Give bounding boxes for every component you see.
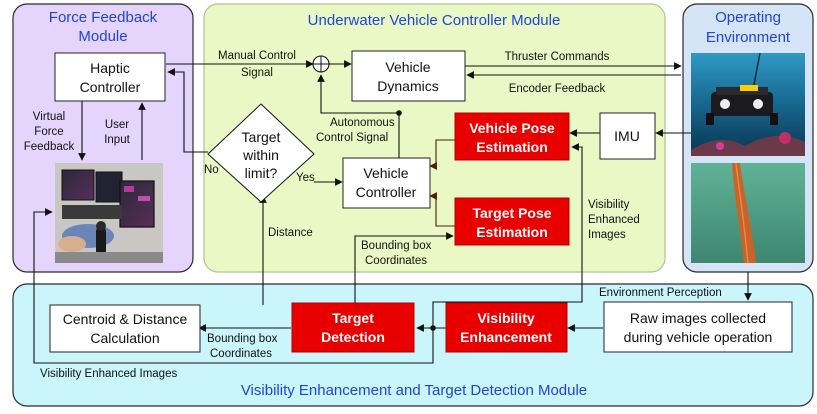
vehicle-controller-label-2: Controller bbox=[356, 184, 417, 200]
detection-to-target-pose-wire bbox=[354, 232, 454, 303]
enhanced-images-to-operator-wire bbox=[33, 208, 434, 364]
target-detection-label-1: Target bbox=[332, 310, 374, 326]
bbox-bottom-label-1: Bounding box bbox=[207, 333, 278, 345]
environment-perception-label: Environment Perception bbox=[599, 287, 722, 299]
user-input-label-1: User bbox=[105, 119, 129, 131]
haptic-controller-block bbox=[54, 52, 166, 102]
vehicle-pose-wire bbox=[429, 139, 455, 170]
centroid-distance-block bbox=[49, 304, 201, 353]
autonomous-junction-dot bbox=[396, 110, 402, 116]
centroid-label-2: Calculation bbox=[90, 330, 159, 346]
virtual-force-label-1: Virtual bbox=[33, 111, 65, 123]
target-within-limit-decision bbox=[207, 103, 315, 203]
imu-block bbox=[599, 112, 656, 160]
manual-control-label-2: Signal bbox=[241, 67, 273, 79]
environment-title-line1: Operating bbox=[715, 9, 781, 26]
underwater-vehicle-photo bbox=[691, 52, 805, 156]
controller-module-title: Underwater Vehicle Controller Module bbox=[308, 12, 561, 29]
pipeline-seabed-photo bbox=[691, 162, 805, 264]
manual-control-label-1: Manual Control bbox=[218, 50, 296, 62]
vehicle-dynamics-block bbox=[351, 50, 466, 102]
virtual-force-label-3: Feedback bbox=[24, 141, 75, 153]
raw-images-label-1: Raw images collected bbox=[630, 310, 766, 326]
centroid-label-1: Centroid & Distance bbox=[63, 311, 188, 327]
target-pose-estimation-block bbox=[454, 197, 570, 246]
vehicle-pose-estimation-block bbox=[454, 112, 570, 161]
target-detection-block bbox=[291, 302, 415, 353]
bbox-bottom-label-2: Coordinates bbox=[210, 348, 272, 360]
enhanced-images-bottom-label: Visibility Enhanced Images bbox=[40, 368, 177, 380]
decision-label-3: limit? bbox=[245, 165, 278, 181]
autonomous-label-2: Control Signal bbox=[316, 132, 388, 144]
decision-label-2: within bbox=[242, 147, 279, 163]
raw-images-label-2: during vehicle operation bbox=[624, 329, 773, 345]
visibility-enhancement-label-2: Enhancement bbox=[460, 329, 552, 345]
visibility-enhancement-label-1: Visibility bbox=[477, 310, 535, 326]
haptic-controller-label-2: Controller bbox=[80, 79, 141, 95]
vehicle-pose-label-1: Vehicle Pose bbox=[469, 120, 555, 136]
vehicle-dynamics-label-2: Dynamics bbox=[377, 78, 438, 94]
decision-no-wire bbox=[167, 68, 208, 153]
vehicle-controller-label-1: Vehicle bbox=[363, 165, 408, 181]
target-pose-label-1: Target Pose bbox=[472, 205, 551, 221]
enhanced-images-to-pose-wire bbox=[432, 143, 583, 328]
autonomous-label-1: Autonomous bbox=[330, 117, 395, 129]
yes-label: Yes bbox=[296, 172, 315, 184]
force-feedback-title-line1: Force Feedback bbox=[49, 9, 158, 26]
target-pose-wire bbox=[429, 192, 455, 227]
vision-module-title: Visibility Enhancement and Target Detect… bbox=[241, 382, 587, 399]
autonomous-control-wire bbox=[317, 74, 400, 158]
thruster-commands-label: Thruster Commands bbox=[505, 51, 610, 63]
target-pose-label-2: Estimation bbox=[476, 224, 548, 240]
enhanced-images-right-label-3: Images bbox=[588, 229, 626, 241]
haptic-controller-label-1: Haptic bbox=[90, 60, 130, 76]
enhanced-images-right-label-2: Enhanced bbox=[588, 214, 640, 226]
visibility-enhancement-block bbox=[445, 302, 568, 353]
force-feedback-title-line2: Module bbox=[78, 28, 127, 45]
no-label: No bbox=[204, 164, 219, 176]
vehicle-controller-block bbox=[342, 157, 431, 209]
bbox-top-label-1: Bounding box bbox=[361, 240, 432, 252]
vehicle-dynamics-label-1: Vehicle bbox=[385, 59, 430, 75]
decision-label-1: Target bbox=[242, 129, 281, 145]
imu-label: IMU bbox=[614, 128, 640, 144]
vehicle-pose-label-2: Estimation bbox=[476, 139, 548, 155]
distance-label: Distance bbox=[268, 227, 313, 239]
virtual-force-label-2: Force bbox=[34, 126, 63, 138]
environment-title-line2: Environment bbox=[706, 29, 791, 46]
encoder-feedback-label: Encoder Feedback bbox=[509, 83, 606, 95]
user-input-label-2: Input bbox=[104, 134, 130, 146]
target-detection-label-2: Detection bbox=[321, 329, 385, 345]
enhanced-images-right-label-1: Visibility bbox=[588, 199, 630, 211]
bbox-top-label-2: Coordinates bbox=[365, 255, 427, 267]
operator-workstation-photo bbox=[55, 163, 163, 263]
raw-images-block bbox=[603, 301, 793, 353]
